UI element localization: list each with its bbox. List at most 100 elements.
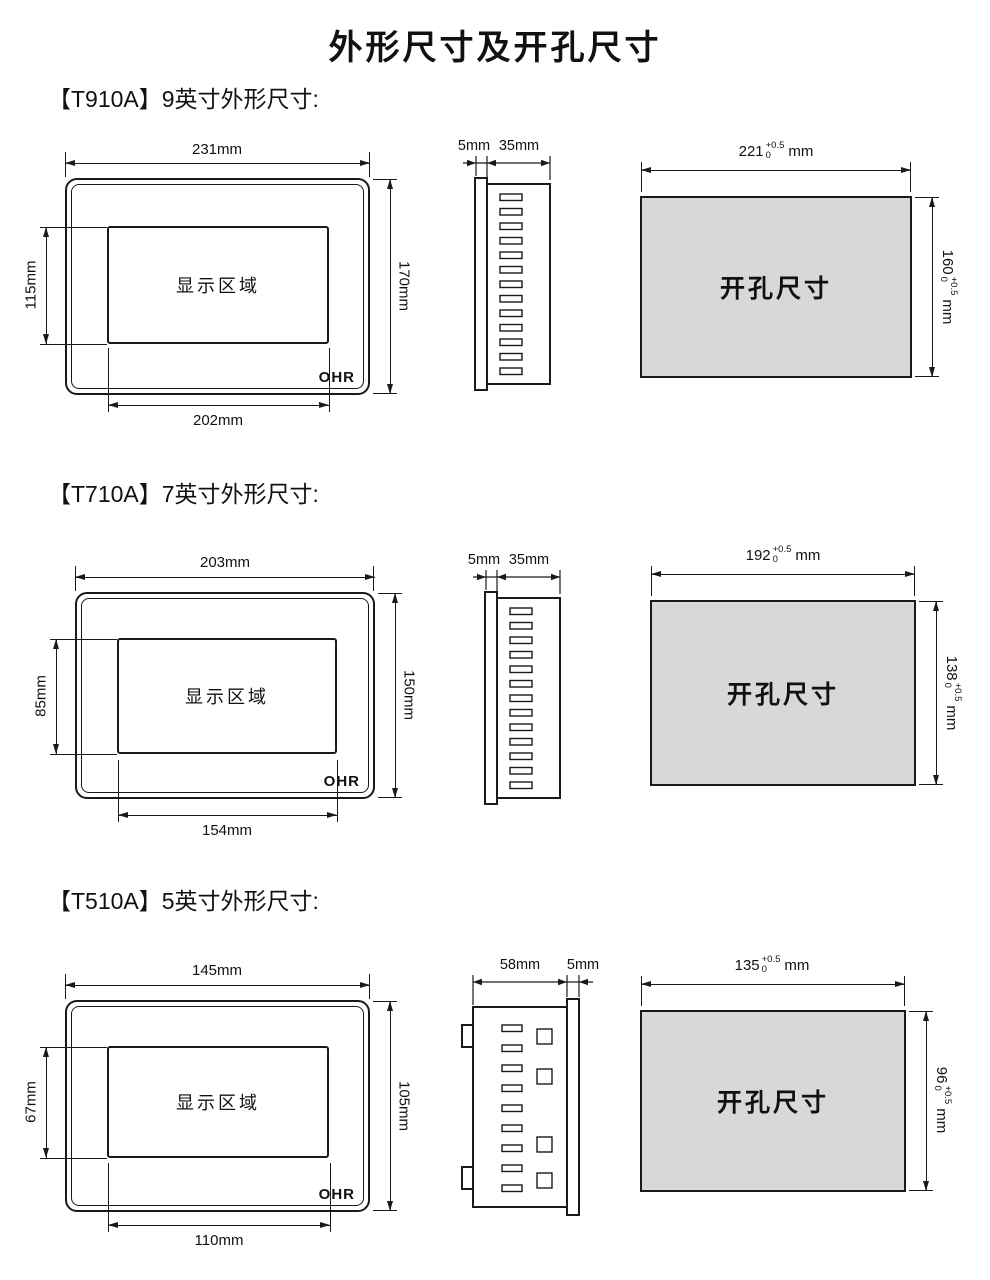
vent-slots — [501, 1024, 523, 1193]
side-dim-label-depth: 35mm — [499, 138, 539, 154]
display-area: 显示区域 — [107, 226, 329, 344]
page-title: 外形尺寸及开孔尺寸 — [328, 29, 662, 67]
cutout-label: 开孔尺寸 — [726, 680, 839, 709]
side-dim-lines — [473, 570, 561, 594]
dim-label-display-width: 110mm — [194, 1232, 244, 1249]
cutout-rect: 开孔尺寸 — [650, 600, 916, 786]
display-area: 显示区域 — [107, 1046, 329, 1158]
extension-line — [50, 754, 117, 755]
extension-line — [330, 1163, 331, 1232]
dimension-line — [651, 570, 915, 577]
vent-slots — [509, 607, 533, 790]
dimension-line — [928, 197, 935, 377]
tolerance-plus: +0.5 — [765, 140, 785, 151]
extension-line — [373, 1001, 397, 1002]
extension-line — [919, 784, 943, 785]
dimension-line — [108, 1221, 330, 1228]
front-view-panel: 显示区域 OHR — [65, 1000, 370, 1212]
side-dim-label-depth: 35mm — [509, 552, 549, 568]
tolerance-minus: 0 — [932, 1085, 943, 1091]
dim-arrowheads — [473, 978, 588, 986]
ohr-logo: OHR — [318, 369, 355, 386]
ohr-logo: OHR — [323, 773, 360, 790]
side-dim-label-bezel: 5mm — [567, 957, 599, 973]
dimension-line — [75, 573, 375, 580]
dimension-line — [42, 227, 49, 344]
extension-line — [915, 197, 939, 198]
extension-line — [40, 1158, 107, 1159]
dim-label-display-width: 154mm — [201, 822, 253, 839]
extension-line — [50, 639, 117, 640]
side-dim-lines — [463, 156, 551, 180]
cutout-rect: 开孔尺寸 — [640, 196, 912, 378]
dimension-line — [386, 179, 393, 394]
dimension-line — [65, 159, 370, 166]
extension-line — [919, 601, 943, 602]
dimension-line — [641, 166, 911, 173]
ohr-logo: OHR — [318, 1186, 355, 1203]
dimension-line — [922, 1011, 929, 1191]
cutout-label: 开孔尺寸 — [719, 274, 832, 303]
dim-value: 96 — [933, 1066, 951, 1084]
dim-value: 135 — [734, 956, 760, 974]
extension-line — [914, 566, 915, 596]
extension-line — [373, 1210, 397, 1211]
dimension-line — [386, 1001, 393, 1211]
panel-bezel-line — [71, 184, 364, 389]
dim-unit: mm — [795, 546, 821, 564]
panel-bezel-line — [81, 598, 369, 793]
side-dim-label-depth: 58mm — [500, 957, 540, 973]
tolerance-minus: 0 — [761, 964, 767, 975]
extension-line — [40, 344, 107, 345]
dimension-line — [52, 639, 59, 754]
dim-value: 192 — [745, 546, 771, 564]
dim-label-width: 231mm — [191, 141, 243, 158]
extension-line — [641, 162, 642, 192]
vent-slots — [499, 193, 523, 376]
tolerance-plus: +0.5 — [761, 954, 781, 965]
display-area-label: 显示区域 — [185, 687, 269, 708]
section-heading: 【T710A】7英寸外形尺寸: — [48, 481, 319, 507]
dim-unit: mm — [784, 956, 810, 974]
extension-line — [909, 1011, 933, 1012]
extension-line — [651, 566, 652, 596]
dimension-line — [118, 811, 337, 818]
dimension-line — [42, 1047, 49, 1158]
side-view-drawing: 58mm 5mm — [461, 957, 599, 1216]
front-view-panel: 显示区域 OHR — [65, 178, 370, 395]
extension-line — [915, 376, 939, 377]
extension-line — [378, 797, 402, 798]
dim-label-width: 145mm — [191, 962, 243, 979]
extension-line — [40, 1047, 107, 1048]
tolerance-minus: 0 — [772, 554, 778, 565]
extension-line — [108, 1163, 109, 1232]
dim-label-width: 203mm — [199, 554, 251, 571]
extension-line — [378, 593, 402, 594]
side-dim-label-bezel: 5mm — [458, 138, 490, 154]
extension-line — [329, 348, 330, 412]
display-area-label: 显示区域 — [176, 276, 260, 297]
section-heading: 【T910A】9英寸外形尺寸: — [48, 86, 319, 112]
extension-line — [909, 1190, 933, 1191]
extension-line — [904, 976, 905, 1006]
side-view-drawing: 5mm 35mm — [468, 552, 561, 805]
extension-line — [373, 393, 397, 394]
dim-label-height: 105mm — [395, 1080, 413, 1132]
side-dim-lines — [472, 975, 593, 1005]
side-dim-label-bezel: 5mm — [468, 552, 500, 568]
extension-line — [373, 179, 397, 180]
dimension-line — [641, 980, 905, 987]
side-panel-outline — [484, 591, 561, 805]
dimension-line — [108, 401, 329, 408]
dim-label-display-height: 67mm — [22, 1081, 40, 1123]
